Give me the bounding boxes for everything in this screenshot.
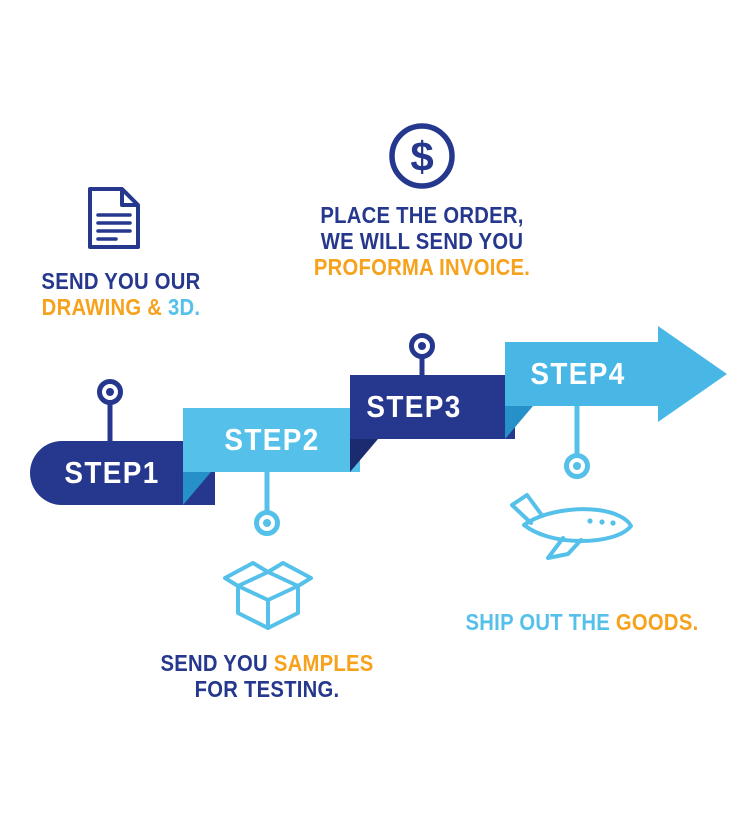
step2-caption-line2: FOR TESTING. [194,676,340,702]
pin-step2-dot [263,519,271,527]
pin-step3 [409,333,435,376]
pin-step4-stem [574,406,580,455]
step4-label: STEP4 [530,356,626,391]
pin-step2-stem [264,472,270,512]
step3-caption-line2: WE WILL SEND YOU [320,228,524,254]
pin-step3-dot [418,342,426,350]
ribbon-step3-fold [350,439,378,472]
step4-caption-line1: SHIP OUT THE GOODS. [466,609,699,635]
dollar-circle-outline [389,123,455,189]
package-box-icon [223,561,313,630]
step4-caption-line1-blue: SHIP OUT THE [465,609,616,635]
ribbon-step3 [350,375,515,439]
ribbon-step2-fold [183,472,211,505]
step2-caption-line1-navy: SEND YOU [160,650,274,676]
step1-caption-line2-blue: 3D. [168,294,201,320]
pin-step4-dot [573,462,581,470]
plane-window-1 [587,518,593,524]
step1-label: STEP1 [64,455,160,490]
step4-caption: SHIP OUT THE GOODS. [466,609,699,635]
dollar-circle-icon: $ [389,123,455,189]
box-right-flap [266,561,313,588]
ribbon-step1 [30,441,215,505]
step2-caption-line1-orange: SAMPLES [273,650,374,676]
pin-step1 [97,379,123,442]
step3-caption-line3: PROFORMA INVOICE. [313,254,531,280]
pin-step1-stem [107,400,113,442]
pin-step2 [254,472,280,536]
step1-caption: SEND YOU OUR DRAWING & 3D. [41,268,200,320]
step2-label: STEP2 [224,422,320,457]
pin-step1-dot [106,388,114,396]
pin-step4 [564,406,590,479]
plane-tail [510,493,543,525]
dollar-glyph: $ [410,133,433,180]
document-fold [120,189,138,207]
step1-caption-line2-orange: DRAWING & [41,294,169,320]
box-rim [236,570,300,602]
airplane-icon [510,493,633,560]
step3-label: STEP3 [366,389,462,424]
document-icon [88,187,140,249]
ribbon-step4-fold [505,406,533,439]
ribbon-step2 [183,408,360,472]
step4-caption-line1-orange: GOODS. [615,609,699,635]
step1-caption-line1: SEND YOU OUR [41,268,201,294]
box-left-flap [223,561,270,588]
step3-caption: PLACE THE ORDER, WE WILL SEND YOU PROFOR… [314,202,530,280]
step2-caption: SEND YOU SAMPLES FOR TESTING. [160,650,373,702]
plane-wing [546,536,583,560]
step2-caption-line1: SEND YOU SAMPLES [160,650,373,676]
plane-window-2 [599,519,605,525]
document-text-lines [96,213,132,241]
step1-caption-line2: DRAWING & 3D. [41,294,200,320]
plane-window-3 [610,520,616,526]
pin-step3-stem [419,354,425,376]
document-outline [88,187,140,249]
step3-caption-line1: PLACE THE ORDER, [320,202,524,228]
ribbon-step4-arrow [505,326,727,422]
